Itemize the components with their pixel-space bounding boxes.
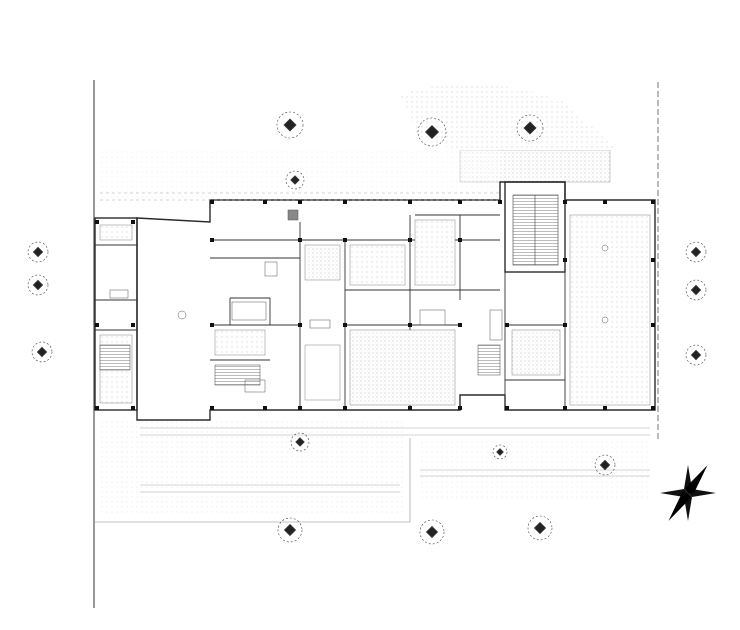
column-marker-icon bbox=[408, 406, 412, 410]
column-marker-icon bbox=[505, 406, 509, 410]
column-marker-icon bbox=[298, 406, 302, 410]
column-marker-icon bbox=[408, 238, 412, 242]
tree-icon bbox=[27, 274, 49, 296]
garden-zones bbox=[98, 83, 650, 515]
trees bbox=[27, 111, 707, 545]
column-marker-icon bbox=[95, 323, 99, 327]
tree-icon bbox=[516, 114, 544, 142]
tree-icon bbox=[277, 517, 303, 543]
tree-icon bbox=[492, 444, 508, 460]
stair-cores bbox=[99, 194, 559, 386]
column-marker-icon bbox=[131, 406, 135, 410]
tree-icon bbox=[27, 241, 49, 263]
column-marker-icon bbox=[458, 406, 462, 410]
column-marker-icon bbox=[298, 323, 302, 327]
column-marker-icon bbox=[408, 323, 412, 327]
column-marker-icon bbox=[458, 323, 462, 327]
column-marker-icon bbox=[563, 258, 567, 262]
column-marker-icon bbox=[651, 323, 655, 327]
column-marker-icon bbox=[298, 200, 302, 204]
column-marker-icon bbox=[505, 323, 509, 327]
column-marker-icon bbox=[95, 406, 99, 410]
column-marker-icon bbox=[408, 200, 412, 204]
column-marker-icon bbox=[651, 200, 655, 204]
tree-icon bbox=[594, 454, 616, 476]
column-marker-icon bbox=[210, 200, 214, 204]
room-floor-patterns bbox=[99, 214, 651, 406]
column-marker-icon bbox=[458, 238, 462, 242]
tree-icon bbox=[276, 111, 304, 139]
site-boundary bbox=[93, 80, 659, 608]
column-marker-icon bbox=[131, 323, 135, 327]
tree-icon bbox=[685, 344, 707, 366]
compass-rose-icon bbox=[660, 465, 716, 521]
column-marker-icon bbox=[343, 238, 347, 242]
tree-icon bbox=[285, 170, 305, 190]
column-marker-icon bbox=[563, 406, 567, 410]
tree-icon bbox=[527, 515, 553, 541]
column-marker-icon bbox=[603, 200, 607, 204]
column-marker-icon bbox=[498, 200, 502, 204]
tree-icon bbox=[685, 279, 707, 301]
column-marker-icon bbox=[563, 200, 567, 204]
column-marker-icon bbox=[131, 220, 135, 224]
column-marker-icon bbox=[210, 406, 214, 410]
column-marker-icon bbox=[210, 323, 214, 327]
column-marker-icon bbox=[458, 200, 462, 204]
column-marker-icon bbox=[651, 258, 655, 262]
tree-icon bbox=[419, 519, 445, 545]
column-marker-icon bbox=[343, 406, 347, 410]
tree-icon bbox=[31, 341, 53, 363]
column-marker-icon bbox=[343, 323, 347, 327]
column-marker-icon bbox=[563, 323, 567, 327]
column-grid bbox=[95, 200, 655, 410]
tree-icon bbox=[290, 432, 310, 452]
column-marker-icon bbox=[263, 200, 267, 204]
column-marker-icon bbox=[263, 406, 267, 410]
column-marker-icon bbox=[298, 238, 302, 242]
column-marker-icon bbox=[343, 200, 347, 204]
tree-icon bbox=[685, 241, 707, 263]
fixtures bbox=[109, 209, 609, 393]
column-marker-icon bbox=[603, 406, 607, 410]
column-marker-icon bbox=[210, 238, 214, 242]
column-marker-icon bbox=[651, 406, 655, 410]
tree-icon bbox=[417, 117, 447, 147]
column-marker-icon bbox=[95, 220, 99, 224]
